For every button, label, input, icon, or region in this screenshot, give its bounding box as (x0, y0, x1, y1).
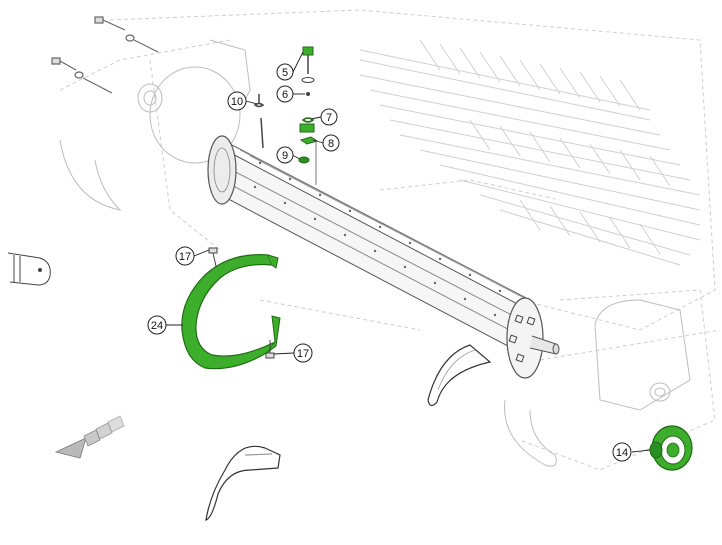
callout-7: 7 (320, 108, 338, 126)
callout-17-lower: 17 (293, 343, 313, 363)
bolt-top-left (51, 16, 159, 94)
callout-10: 10 (227, 91, 247, 111)
callout-17-lower-label: 17 (297, 348, 309, 360)
spring-10 (253, 94, 265, 149)
leader-lines (166, 51, 651, 453)
callout-6: 6 (276, 85, 294, 103)
callout-9: 9 (276, 146, 294, 164)
callout-7-label: 7 (326, 112, 332, 124)
callout-6-label: 6 (282, 89, 288, 101)
callout-17-upper-label: 17 (179, 251, 191, 263)
strap-assembly (181, 254, 281, 370)
callout-24-label: 24 (151, 320, 163, 332)
tine-guard (427, 344, 492, 407)
loose-tine-bottom (205, 445, 281, 521)
bolt-17-upper (208, 247, 218, 267)
right-side-plate (504, 299, 691, 467)
loose-tine-left (7, 252, 51, 286)
callout-5-label: 5 (282, 67, 288, 79)
callout-17-upper: 17 (175, 246, 195, 266)
ghost-tine-rows (359, 39, 701, 266)
callout-9-label: 9 (282, 150, 288, 162)
callout-5: 5 (276, 63, 294, 81)
callout-24: 24 (147, 315, 167, 335)
callout-8-label: 8 (328, 138, 334, 150)
bolt-17-lower (265, 340, 275, 359)
bolt-stack (298, 46, 319, 185)
callout-8: 8 (322, 134, 340, 152)
callout-14: 14 (612, 442, 632, 462)
reel-drum (207, 135, 560, 379)
callout-14-label: 14 (616, 447, 628, 459)
bearing-14 (649, 425, 693, 471)
callout-10-label: 10 (231, 96, 243, 108)
direction-arrow-icon (54, 415, 125, 459)
